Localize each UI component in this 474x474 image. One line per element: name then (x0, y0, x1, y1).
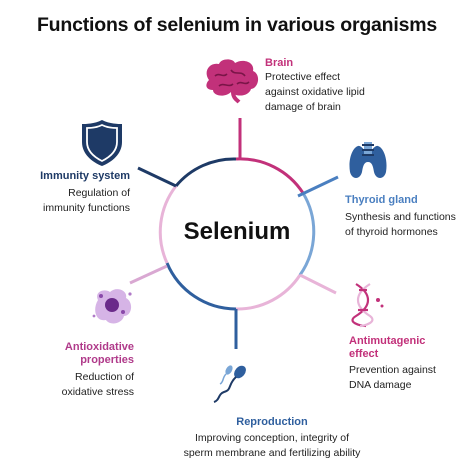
antioxidative-heading-line-1: Antioxidative (64, 341, 134, 353)
thyroid-heading: Thyroid gland (345, 194, 418, 206)
thyroid-desc-line-2: of thyroid hormones (345, 226, 438, 238)
reproduction-desc-line-1: Improving conception, integrity of (194, 432, 350, 444)
node-brain: Brain Protective effect against oxidativ… (265, 57, 365, 115)
antimutagenic-desc-line-2: DNA damage (349, 379, 412, 391)
diagram-title: Functions of selenium in various organis… (36, 14, 438, 36)
immunity-desc-line-2: immunity functions (43, 202, 130, 214)
brain-desc-line-3: damage of brain (265, 101, 341, 113)
ring-arc-navy-bottom (165, 262, 237, 311)
ring-arc-pink-top (235, 157, 305, 194)
thyroid-desc-line-1: Synthesis and functions (345, 211, 456, 223)
connector-immunity (137, 166, 177, 188)
central-ring (158, 157, 316, 311)
shield-icon (82, 120, 122, 166)
dna-icon (351, 283, 384, 328)
node-immunity: Immunity system Regulation of immunity f… (20, 170, 130, 216)
brain-icon (206, 59, 259, 104)
center-label: Selenium (183, 218, 291, 245)
ring-arc-pink-bottom (235, 274, 302, 311)
sperm-icon (213, 365, 246, 403)
cell-icon (92, 289, 132, 324)
brain-desc-line-2: against oxidative lipid (265, 86, 365, 98)
antioxidative-desc-line-1: Reduction of (75, 371, 134, 383)
node-reproduction: Reproduction Improving conception, integ… (157, 416, 387, 461)
reproduction-desc-line-2: sperm membrane and fertilizing ability (183, 447, 361, 459)
antioxidative-desc-line-2: oxidative stress (61, 386, 134, 398)
antimutagenic-heading-line-1: Antimutagenic (349, 335, 426, 347)
thyroid-icon (349, 142, 387, 178)
node-antioxidative: Antioxidative properties Reduction of ox… (40, 341, 134, 400)
connector-antioxidative (129, 264, 168, 285)
reproduction-heading: Reproduction (236, 416, 308, 428)
antimutagenic-desc-line-1: Prevention against (349, 364, 436, 376)
immunity-heading: Immunity system (40, 170, 130, 182)
node-antimutagenic: Antimutagenic effect Prevention against … (349, 335, 436, 393)
ring-arc-blue-right (298, 192, 316, 276)
antimutagenic-heading-line-2: effect (349, 348, 379, 360)
brain-desc-line-1: Protective effect (265, 71, 341, 83)
antioxidative-heading-line-2: properties (80, 354, 134, 366)
connectors (129, 118, 339, 349)
connector-thyroid (297, 175, 339, 198)
brain-heading: Brain (265, 57, 294, 69)
ring-arc-pink-left (158, 185, 178, 264)
immunity-desc-line-1: Regulation of (68, 187, 130, 199)
node-thyroid: Thyroid gland Synthesis and functions of… (345, 194, 456, 240)
ring-arc-navy-top (174, 157, 237, 187)
connector-antimutagenic (299, 273, 337, 295)
